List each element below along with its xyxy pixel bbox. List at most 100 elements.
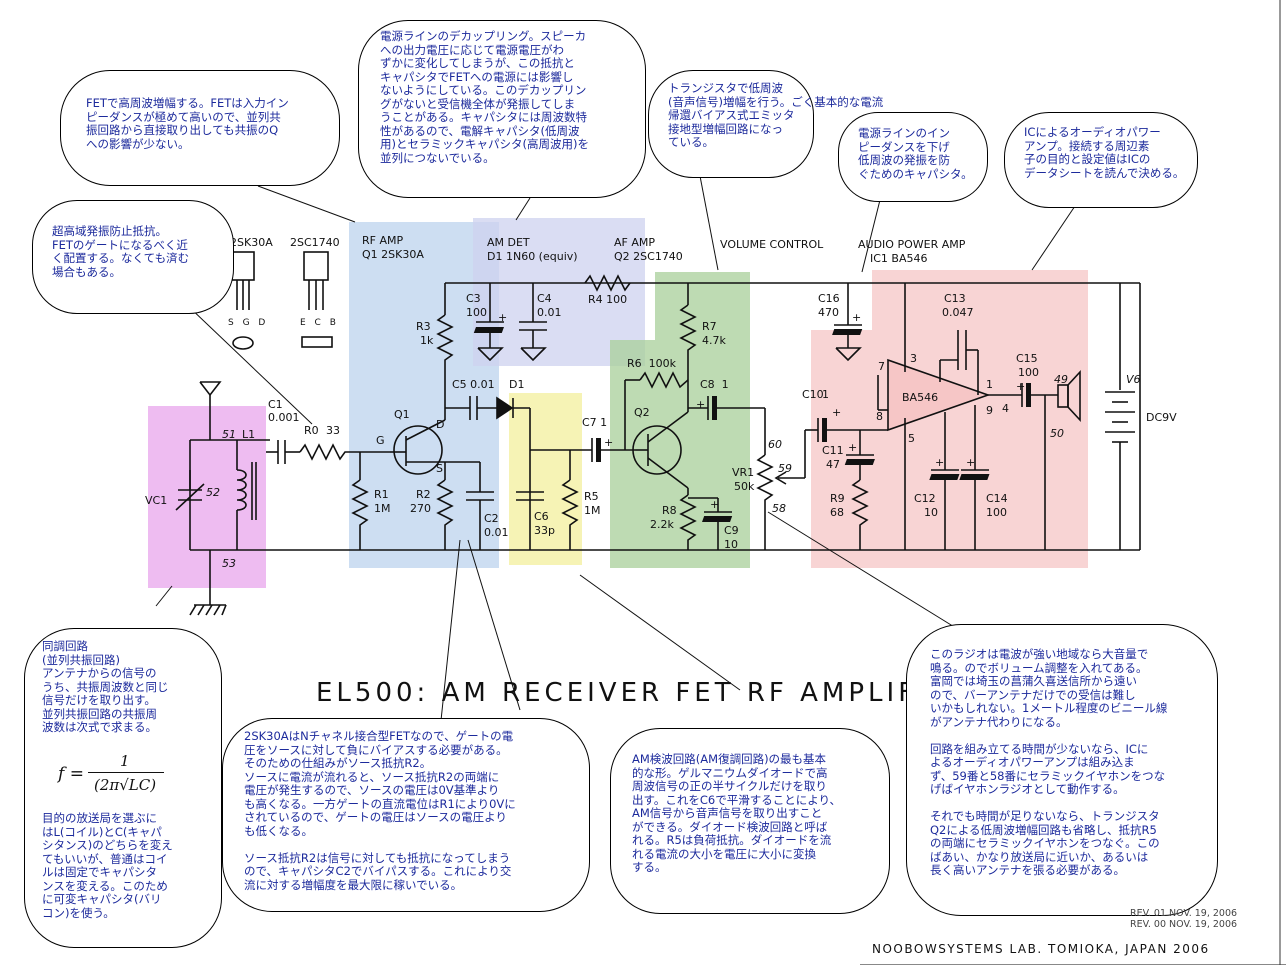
c16-value: 470 bbox=[818, 306, 839, 319]
callout-power-amp-text: ICによるオーディオパワー アンプ。接続する周辺素 子の目的と設定値はICの デ… bbox=[1024, 125, 1185, 180]
callout-fet-rf-text: FETで高周波増幅する。FETは入力イン ピーダンスが極めて高いので、並列共 振… bbox=[86, 96, 289, 151]
callout-tuning-text: 同調回路 (並列共振回路) アンテナからの信号の うち、共振周波数と同じ 信号だ… bbox=[42, 639, 169, 734]
c15-label: C15 bbox=[1016, 352, 1038, 365]
battery-voltage-label: DC9V bbox=[1146, 411, 1177, 424]
r9-label: R9 bbox=[830, 492, 845, 505]
ic-pin-1: 1 bbox=[986, 378, 993, 391]
r6-label: R6 100k bbox=[627, 357, 677, 370]
c7-label: C7 1 bbox=[582, 416, 608, 429]
callout-notes bbox=[906, 624, 1218, 916]
formula-numerator: 1 bbox=[120, 752, 130, 770]
c4-value: 0.01 bbox=[537, 306, 562, 319]
power-amp-part: IC1 BA546 bbox=[870, 252, 928, 265]
formula-denominator: (2π√LC) bbox=[94, 776, 157, 794]
node-49: 49 bbox=[1054, 373, 1068, 386]
node-58: 58 bbox=[772, 502, 786, 515]
ic-label: BA546 bbox=[902, 391, 939, 404]
callout-fet-bias bbox=[222, 718, 590, 912]
ic-pin-3: 3 bbox=[910, 352, 917, 365]
af-amp-label: AF AMP bbox=[614, 236, 655, 249]
r3-value: 1k bbox=[420, 334, 434, 347]
c10-value: 1 bbox=[822, 388, 829, 401]
am-det-label: AM DET bbox=[487, 236, 530, 249]
r5-value: 1M bbox=[584, 504, 601, 517]
c7-plus: + bbox=[604, 436, 614, 449]
c3-value: 100 bbox=[466, 306, 487, 319]
r2-label: R2 bbox=[416, 488, 431, 501]
callout-tuning bbox=[24, 628, 222, 948]
c13-value: 0.047 bbox=[942, 306, 974, 319]
volume-control-label: VOLUME CONTROL bbox=[720, 238, 824, 251]
l1-label: L1 bbox=[242, 428, 256, 441]
c9-plus: + bbox=[710, 498, 720, 511]
c6-value: 33p bbox=[534, 524, 555, 537]
c15-value: 100 bbox=[1018, 366, 1039, 379]
af-amp-part: Q2 2SC1740 bbox=[614, 250, 683, 263]
node-59: 59 bbox=[778, 462, 792, 475]
battery-node-label: V6 bbox=[1126, 373, 1141, 386]
r8-value: 2.2k bbox=[650, 518, 674, 531]
detector-filter-region bbox=[509, 393, 582, 565]
r0-label: R0 bbox=[304, 424, 319, 437]
c9-value: 10 bbox=[724, 538, 738, 551]
rf-amp-part: Q1 2SK30A bbox=[362, 248, 424, 261]
c10-plus: + bbox=[832, 406, 842, 419]
ic-pin-5: 5 bbox=[908, 432, 915, 445]
fet-package-pins: S G D bbox=[228, 318, 269, 328]
c12-plus: + bbox=[935, 456, 945, 469]
q2-label: Q2 bbox=[634, 406, 650, 419]
callout-decoupling-text: 電源ラインのデカップリング。スピーカ への出力電圧に応じて電源電圧がわ ずかに変… bbox=[380, 29, 589, 165]
c14-label: C14 bbox=[986, 492, 1008, 505]
callout-decoupling bbox=[358, 20, 646, 198]
c11-label: C11 bbox=[822, 444, 844, 457]
c12-value: 10 bbox=[924, 506, 938, 519]
power-amp-region bbox=[811, 270, 1088, 568]
am-det-part: D1 1N60 (equiv) bbox=[487, 250, 578, 263]
callout-detector bbox=[610, 728, 890, 914]
c5-label: C5 0.01 bbox=[452, 378, 495, 391]
c3-plus: + bbox=[498, 311, 508, 324]
callout-c16-text: 電源ラインのイン ピーダンスを下げ 低周波の発振を防 ぐためのキャパシタ。 bbox=[858, 126, 973, 181]
node-60: 60 bbox=[768, 438, 782, 451]
d1-label: D1 bbox=[509, 378, 525, 391]
c3-label: C3 bbox=[466, 292, 481, 305]
vr1-label: VR1 bbox=[732, 466, 755, 479]
af-amp-region bbox=[610, 272, 750, 568]
node-50: 50 bbox=[1050, 427, 1064, 440]
rf-amp-label: RF AMP bbox=[362, 234, 404, 247]
c8-label: C8 1 bbox=[700, 378, 729, 391]
callout-af-amp-text: トランジスタで低周波 (音声信号)増幅を行う。ごく基本的な電流 帰還バイアス式エ… bbox=[668, 81, 884, 149]
c2-label: C2 bbox=[484, 512, 499, 525]
c14-plus: + bbox=[966, 456, 976, 469]
vr1-value: 50k bbox=[734, 480, 755, 493]
callout-fet-bias-text: 2SK30AはNチャネル接合型FETなので、ゲートの電 圧をソースに対して負にバ… bbox=[244, 729, 516, 892]
r7-value: 4.7k bbox=[702, 334, 726, 347]
c13-label: C13 bbox=[944, 292, 966, 305]
callout-r0-text: 超高域発振防止抵抗。 FETのゲートになるべく近 く配置する。なくても済む 場合… bbox=[52, 224, 190, 279]
formula-bar bbox=[88, 772, 164, 773]
callout-fet-rf bbox=[60, 70, 340, 186]
c16-label: C16 bbox=[818, 292, 840, 305]
callout-c16 bbox=[838, 112, 988, 202]
c6-label: C6 bbox=[534, 510, 549, 523]
formula-lhs: f = bbox=[58, 764, 84, 784]
r2-value: 270 bbox=[410, 502, 431, 515]
bjt-package-pins: E C B bbox=[300, 318, 339, 328]
ic-pin-4: 4 bbox=[1002, 402, 1009, 415]
r5-label: R5 bbox=[584, 490, 599, 503]
gate-label: G bbox=[376, 434, 385, 447]
c9-label: C9 bbox=[724, 524, 739, 537]
callout-notes-text: このラジオは電波が強い地域なら大音量で 鳴る。のでボリューム調整を入れてある。 … bbox=[930, 647, 1168, 877]
bjt-package-name: 2SC1740 bbox=[290, 236, 340, 249]
revision-00: REV. 00 NOV. 19, 2006 bbox=[1130, 919, 1238, 930]
c14-value: 100 bbox=[986, 506, 1007, 519]
c15-plus: + bbox=[1016, 380, 1026, 393]
diagram-title: EL500: AM RECEIVER FET RF AMPLIFIER bbox=[316, 678, 972, 708]
callout-af-amp bbox=[648, 70, 814, 178]
ic-pin-7: 7 bbox=[878, 360, 885, 373]
r1-label: R1 bbox=[374, 488, 389, 501]
q1-label: Q1 bbox=[394, 408, 410, 421]
c1-value: 0.001 bbox=[268, 411, 300, 424]
c8-plus: + bbox=[696, 398, 706, 411]
